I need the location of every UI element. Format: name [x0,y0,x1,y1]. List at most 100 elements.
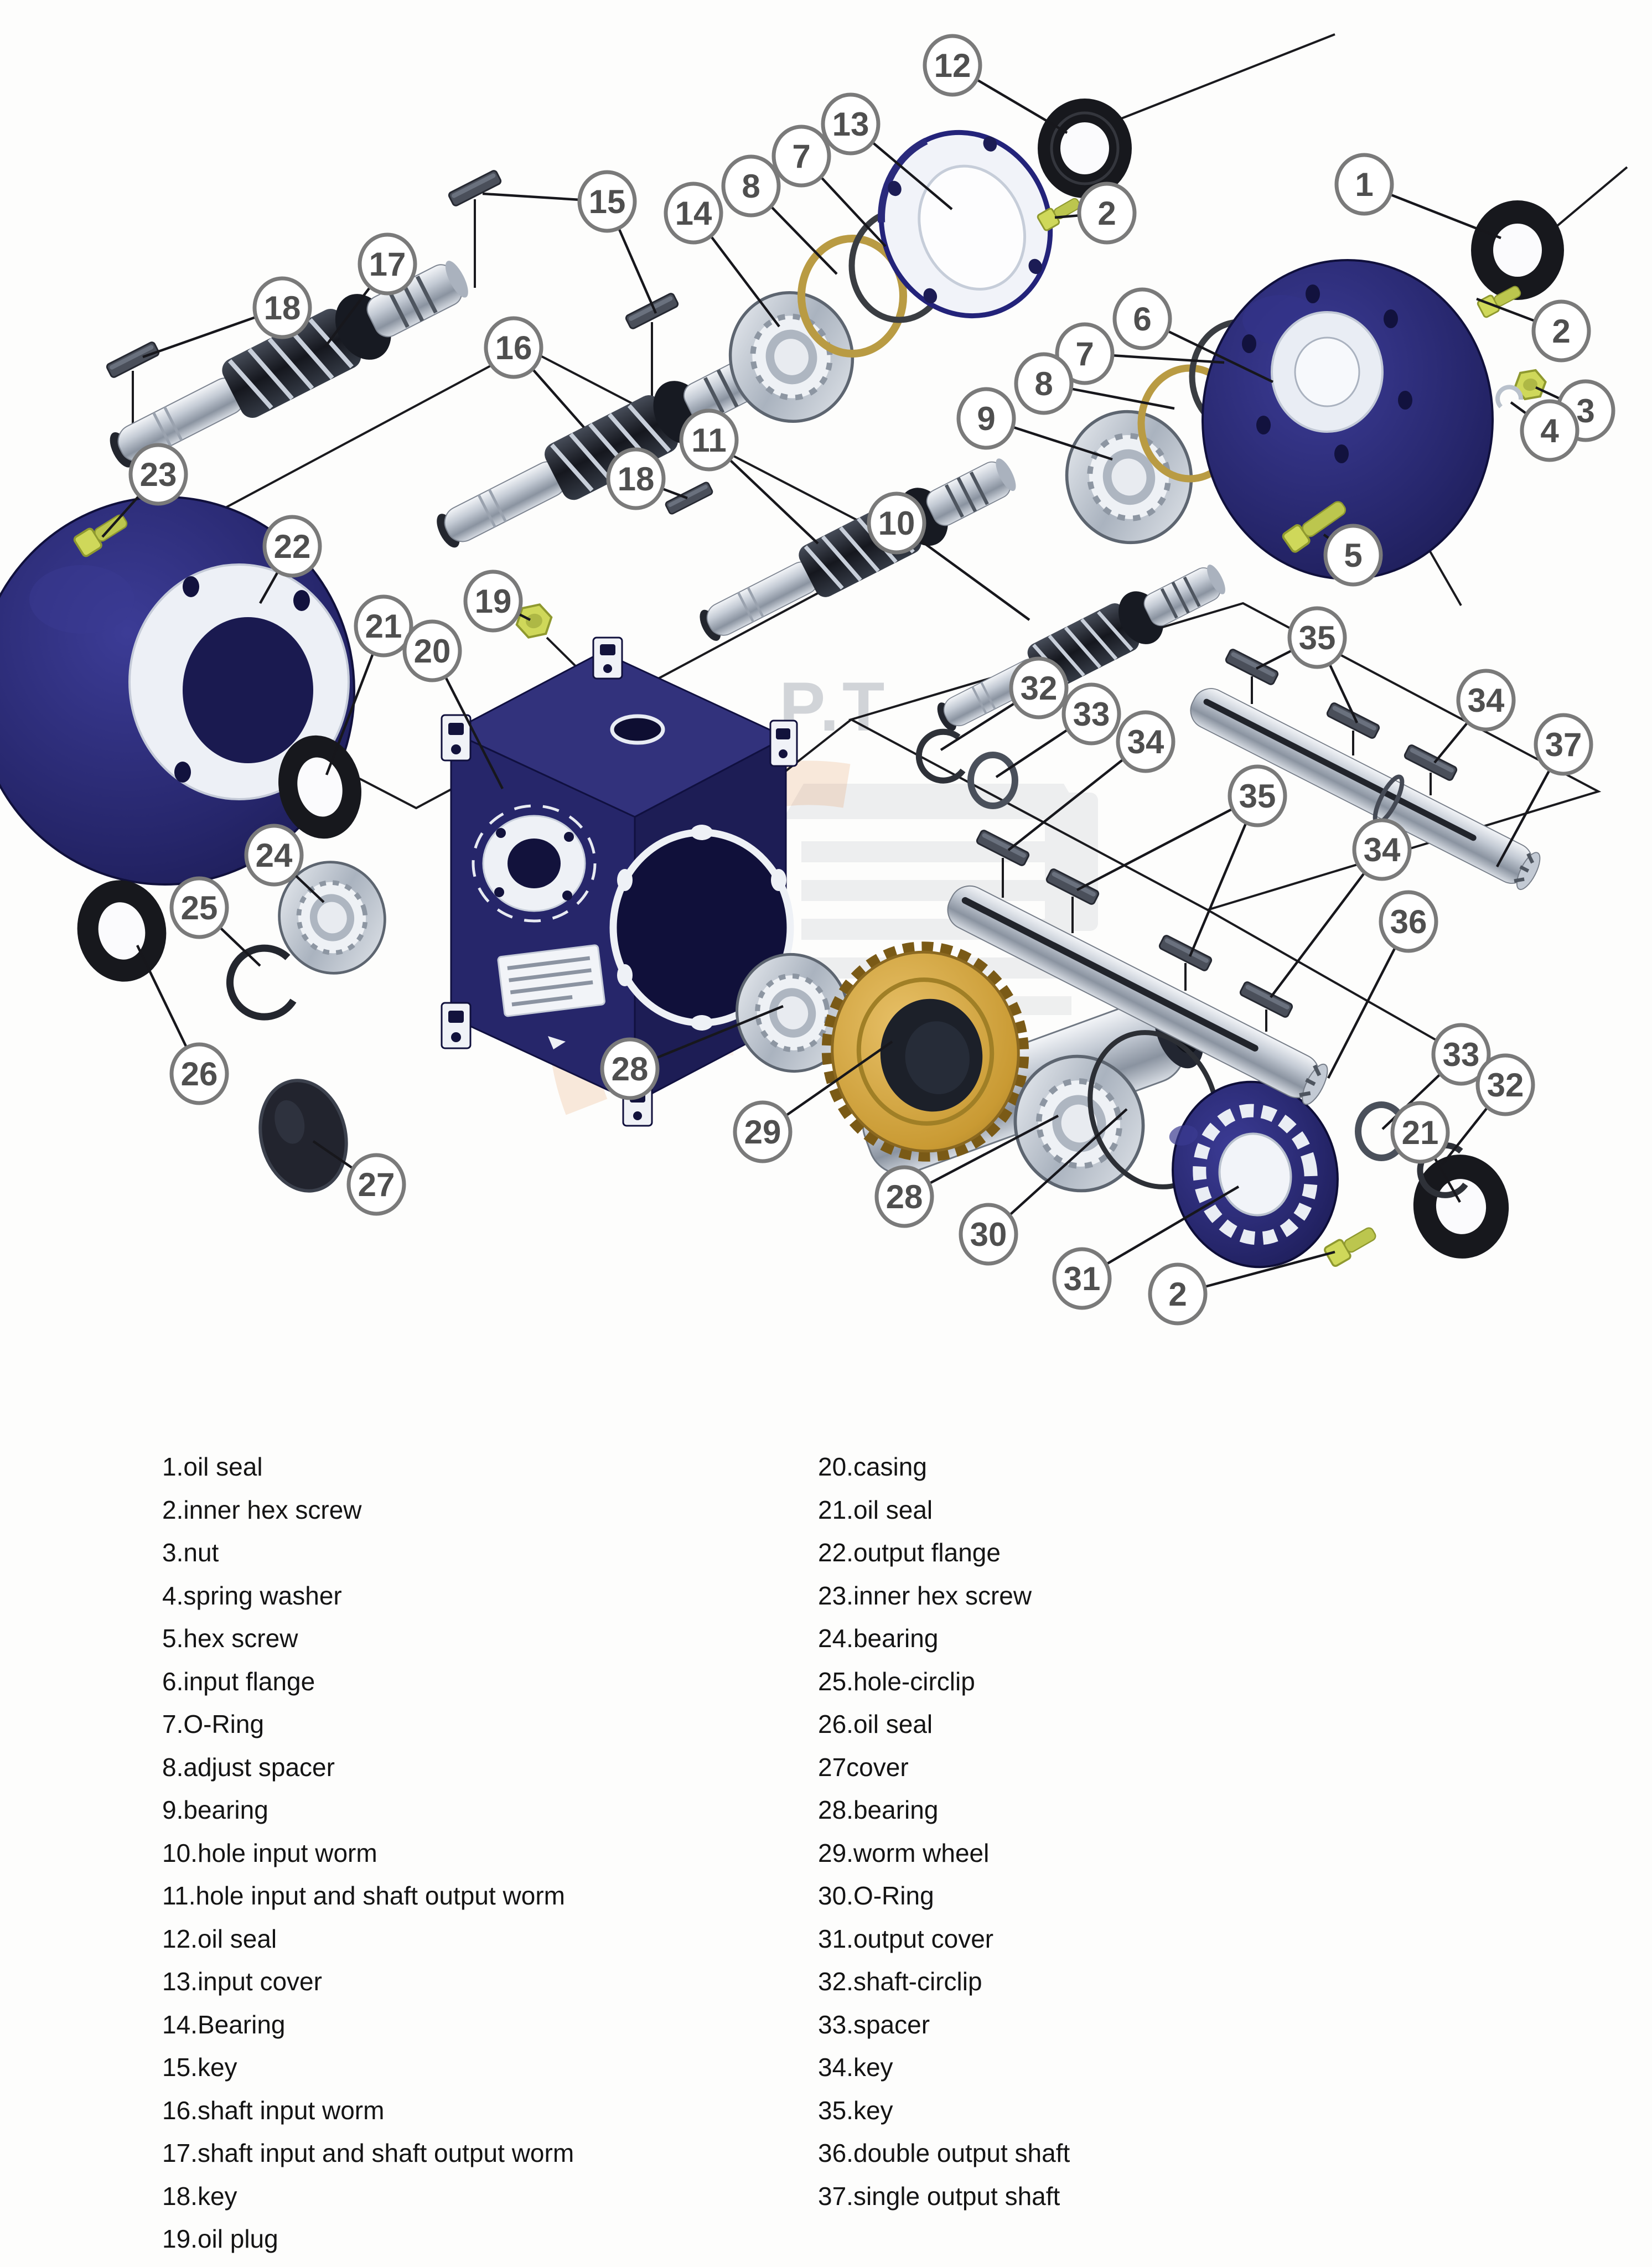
callout-23: 23 [128,443,188,506]
exploded-diagram: P.T [0,33,1628,1326]
part-cover-27 [258,1079,348,1193]
svg-text:33: 33 [1073,696,1110,733]
callout-30: 30 [959,1203,1018,1266]
parts-list-item: 8.adjust spacer [162,1752,335,1782]
callout-9: 9 [956,387,1016,450]
callout-35: 35 [1228,764,1287,827]
part-hole-circlip-25 [226,944,297,1021]
callout-17: 17 [358,232,417,296]
callout-31: 31 [1052,1247,1112,1310]
svg-text:34: 34 [1364,831,1401,868]
callout-29: 29 [733,1100,793,1163]
svg-text:12: 12 [934,47,971,84]
parts-list-item: 35.key [818,2095,893,2125]
part-inner-hex-screw-2c [1322,1222,1380,1269]
parts-list-item: 2.inner hex screw [162,1495,362,1524]
callout-2: 2 [1077,182,1137,245]
part-casing-20 [441,636,799,1127]
svg-text:18: 18 [264,289,301,327]
parts-list-item: 5.hex screw [162,1624,298,1653]
parts-list-item: 15.key [162,2053,237,2082]
callout-16: 16 [484,316,543,379]
part-shaft-circlip-32a [915,728,966,784]
callout-1: 1 [1334,153,1394,216]
callout-22: 22 [262,515,322,578]
callout-18: 18 [606,447,666,510]
callout-32: 32 [1475,1053,1535,1116]
parts-list-item: 30.O-Ring [818,1881,934,1910]
part-oil-seal-21a [278,735,361,839]
svg-text:28: 28 [886,1178,923,1215]
callout-33: 33 [1061,682,1121,746]
callout-12: 12 [923,34,982,97]
svg-text:7: 7 [1075,335,1094,372]
part-oil-plug-19 [515,603,553,639]
svg-text:21: 21 [365,608,402,645]
parts-list-item: 1.oil seal [162,1452,263,1481]
svg-text:35: 35 [1239,778,1276,815]
parts-list-item: 10.hole input worm [162,1838,377,1867]
part-key-18b [664,480,714,516]
svg-text:34: 34 [1127,723,1164,760]
svg-text:3: 3 [1576,392,1594,429]
callout-25: 25 [169,876,229,939]
callout-19: 19 [463,570,523,633]
callout-4: 4 [1520,399,1580,462]
svg-text:30: 30 [970,1216,1007,1253]
callout-2: 2 [1148,1262,1208,1326]
svg-text:7: 7 [792,138,810,175]
part-hex-screw-5 [1282,501,1347,553]
callout-28: 28 [874,1165,934,1228]
svg-text:16: 16 [495,329,532,366]
svg-text:37: 37 [1545,726,1582,763]
svg-text:36: 36 [1390,903,1427,940]
callout-18: 18 [252,276,312,339]
parts-list-item: 24.bearing [818,1624,939,1653]
callout-26: 26 [169,1042,229,1105]
casing-nameplate [497,944,605,1017]
callout-28: 28 [600,1037,660,1100]
part-adjust-spacer-8a [797,235,907,358]
parts-layer [0,99,1564,1269]
parts-list-item: 11.hole input and shaft output worm [162,1881,565,1910]
parts-list-item: 4.spring washer [162,1581,342,1610]
parts-list-item: 36.double output shaft [818,2139,1070,2167]
leader-line [1270,848,1383,998]
part-spring-washer-4 [1495,385,1524,408]
parts-list-item: 23.inner hex screw [818,1581,1032,1610]
part-nut-3 [1514,369,1547,401]
callout-37: 37 [1534,713,1593,776]
svg-text:18: 18 [618,460,655,498]
svg-text:2: 2 [1097,195,1116,232]
svg-text:8: 8 [1034,365,1053,402]
parts-list-item: 17.shaft input and shaft output worm [162,2139,574,2167]
parts-list-item: 28.bearing [818,1795,939,1824]
svg-text:17: 17 [369,246,406,283]
parts-list-item: 25.hole-circlip [818,1666,975,1696]
svg-text:15: 15 [589,183,626,220]
part-bearing-14 [717,280,866,434]
callout-13: 13 [821,92,881,156]
callout-24: 24 [244,824,304,887]
parts-list-item: 34.key [818,2053,893,2082]
svg-text:28: 28 [612,1050,649,1088]
callout-11: 11 [679,408,739,472]
parts-list-item: 20.casing [818,1452,927,1481]
svg-text:32: 32 [1021,670,1058,707]
part-hole-input-output-worm-11 [690,444,1026,656]
callout-34: 34 [1456,669,1516,732]
callout-32: 32 [1009,656,1069,720]
svg-text:5: 5 [1344,537,1362,574]
part-oil-seal-1 [1471,200,1564,300]
parts-list-item: 26.oil seal [818,1710,933,1738]
parts-list-item: 12.oil seal [162,1924,277,1953]
parts-list-item: 19.oil plug [162,2224,278,2253]
callout-27: 27 [346,1153,406,1216]
leader-line [1076,795,1259,891]
svg-text:9: 9 [977,400,995,437]
svg-text:14: 14 [675,195,712,232]
